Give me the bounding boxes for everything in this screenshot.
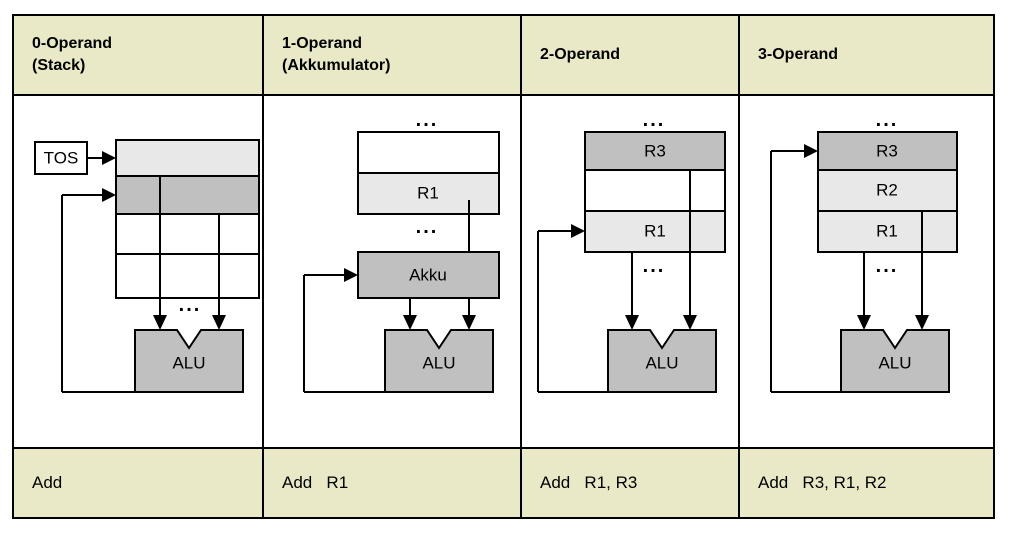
operand-arrow-1 <box>857 315 871 330</box>
column-one-operand: 1-Operand (Akkumulator) ... R1 ... <box>262 16 520 517</box>
instruction-cell-zero-operand: Add <box>14 447 262 517</box>
column-header-two-operand: 2-Operand <box>522 16 738 96</box>
regfile-bottom-ellipsis: ... <box>876 255 899 277</box>
stack-cell-1 <box>115 175 260 215</box>
register-label-r1: R1 <box>417 183 439 202</box>
instruction-label: Add R1 <box>282 473 349 492</box>
instruction-cell-one-operand: Add R1 <box>264 447 520 517</box>
tos-arrow-head <box>102 151 116 165</box>
column-header-label: 2-Operand <box>540 46 621 64</box>
stack-cell-0 <box>115 139 260 177</box>
feedback-arrow-head <box>571 224 585 238</box>
operand-arrow-1 <box>153 315 167 330</box>
feedback-arrow-head <box>344 268 358 282</box>
accumulator-label: Akku <box>409 265 447 284</box>
register-cell-r3 <box>584 131 726 171</box>
column-body-two-operand: ... R3 R1 ... <box>522 96 738 447</box>
instruction-label: Add R1, R3 <box>540 473 638 492</box>
regfile-top-ellipsis: ... <box>876 109 899 131</box>
register-label-r3: R3 <box>644 141 666 160</box>
tos-box <box>34 141 88 175</box>
column-header-label: 1-Operand (Akkumulator) <box>282 35 391 74</box>
register-cell-1 <box>357 172 500 215</box>
column-header-zero-operand: 0-Operand (Stack) <box>14 16 262 96</box>
column-body-three-operand: ... R3 R2 R1 ... <box>740 96 993 447</box>
instruction-cell-two-operand: Add R1, R3 <box>522 447 738 517</box>
register-label-r1: R1 <box>876 221 898 240</box>
column-header-one-operand: 1-Operand (Akkumulator) <box>264 16 520 96</box>
operand-arrow-2 <box>683 315 697 330</box>
alu-label: ALU <box>172 353 205 372</box>
operand-comparison-table: 0-Operand (Stack) TOS <box>12 14 995 519</box>
stack-cell-3 <box>115 253 260 299</box>
register-cell-empty <box>584 169 726 212</box>
register-label-r1: R1 <box>644 221 666 240</box>
regfile-bottom-ellipsis: ... <box>643 255 666 277</box>
two-operand-diagram: ... R3 R1 ... <box>522 96 738 447</box>
stack-diagram: TOS <box>14 96 262 447</box>
alu-label: ALU <box>422 353 455 372</box>
column-body-zero-operand: TOS <box>14 96 262 447</box>
regfile-top-ellipsis: ... <box>416 109 439 131</box>
register-cell-0 <box>357 131 500 174</box>
regfile-top-ellipsis: ... <box>643 109 666 131</box>
column-three-operand: 3-Operand ... R3 R2 R1 ... <box>738 16 993 517</box>
instruction-label: Add R3, R1, R2 <box>758 473 887 492</box>
operand-arrow-2 <box>212 315 226 330</box>
alu-shape <box>607 329 717 393</box>
column-two-operand: 2-Operand ... R3 R1 ... <box>520 16 738 517</box>
instruction-label: Add <box>32 473 63 492</box>
column-header-label: 3-Operand <box>758 46 839 64</box>
alu-label: ALU <box>645 353 678 372</box>
regfile-bottom-ellipsis: ... <box>416 216 439 238</box>
accumulator-diagram: ... R1 ... Akku <box>264 96 520 447</box>
operand-arrow-1 <box>403 315 417 330</box>
register-cell-r1 <box>817 210 958 253</box>
stack-cell-2 <box>115 213 260 255</box>
feedback-arrow-head <box>102 188 116 202</box>
register-label-r3: R3 <box>876 141 898 160</box>
instruction-cell-three-operand: Add R3, R1, R2 <box>740 447 993 517</box>
stack-ellipsis: ... <box>179 294 202 316</box>
alu-shape <box>384 329 494 393</box>
operand-arrow-2 <box>915 315 929 330</box>
column-header-three-operand: 3-Operand <box>740 16 993 96</box>
alu-shape <box>134 329 244 393</box>
operand-arrow-2 <box>462 315 476 330</box>
operand-arrow-1 <box>625 315 639 330</box>
column-body-one-operand: ... R1 ... Akku <box>264 96 520 447</box>
column-zero-operand: 0-Operand (Stack) TOS <box>14 16 262 517</box>
tos-label: TOS <box>44 148 79 167</box>
feedback-arrow-head <box>804 144 818 158</box>
register-cell-r1 <box>584 210 726 253</box>
three-operand-diagram: ... R3 R2 R1 ... <box>740 96 993 447</box>
register-label-r2: R2 <box>876 180 898 199</box>
alu-label: ALU <box>878 353 911 372</box>
alu-shape <box>840 329 950 393</box>
register-cell-r3 <box>817 131 958 171</box>
column-header-label: 0-Operand (Stack) <box>32 35 113 74</box>
